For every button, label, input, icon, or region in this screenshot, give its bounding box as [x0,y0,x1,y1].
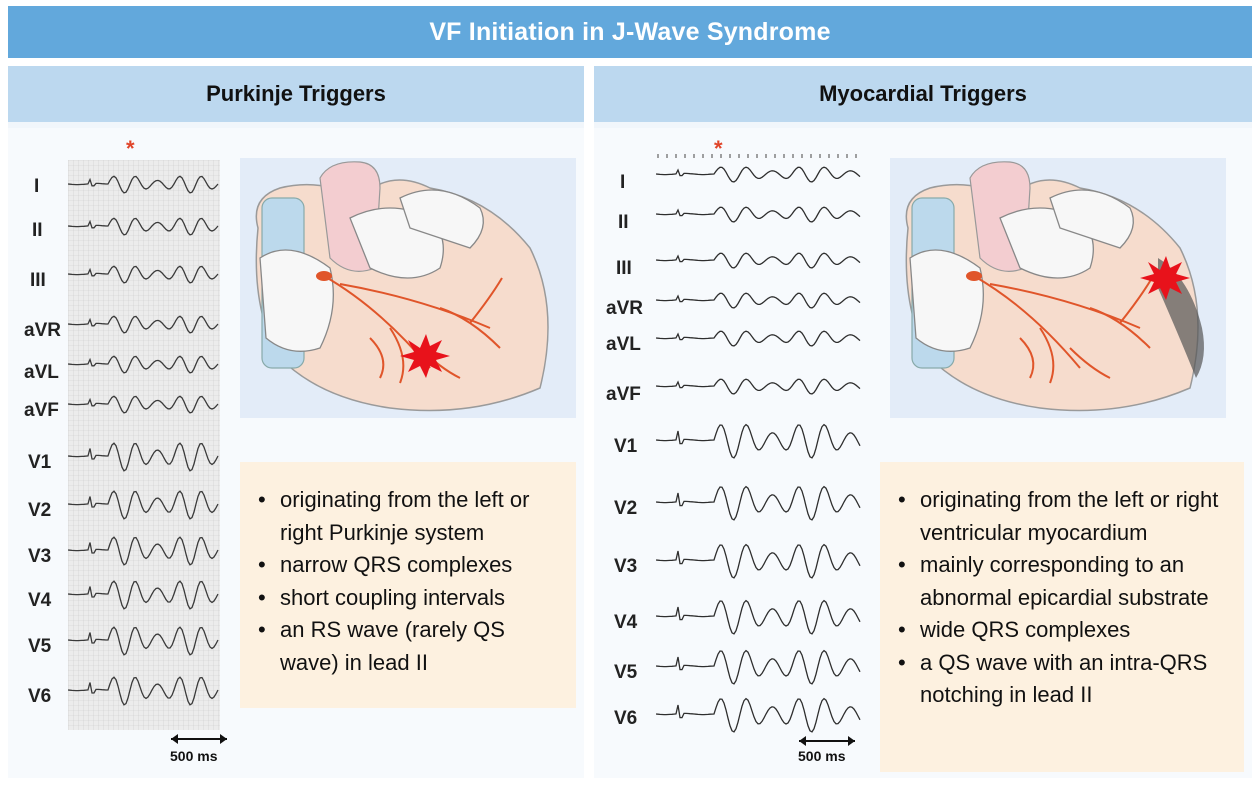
bullet-item: wide QRS complexes [894,614,1230,647]
ecg-trace [68,395,219,414]
lead-label: aVF [606,384,641,405]
lead-label: V2 [614,498,638,519]
purkinje-panel-body: I II III aVR aVL aVF V1 V2 V3 V4 V5 V6 * [8,128,584,778]
ecg-trace [656,599,861,635]
ecg-trace [656,292,861,309]
lead-label: V3 [614,556,638,577]
ecg-trace [68,217,219,236]
ecg-trace [68,175,219,194]
trigger-star-icon [400,334,450,378]
trigger-asterisk: * [126,136,135,161]
lead-label: V6 [614,708,638,729]
scale-bar [171,734,227,744]
lead-label: V4 [614,612,638,633]
scale-bar [799,736,855,746]
scale-bar-label: 500 ms [798,748,846,764]
ecg-trace [656,543,861,579]
lead-label: I [620,172,626,193]
ecg-trace [656,206,861,223]
lead-label: V5 [614,662,638,683]
myocardial-triggers-panel: Myocardial Triggers I II III aVR aVL aVF… [594,66,1252,778]
myocardial-panel-heading: Myocardial Triggers [594,66,1252,122]
ecg-trace [656,697,861,733]
lead-label: V3 [28,546,52,567]
ecg-trace [656,330,861,347]
lead-label: III [30,270,46,291]
lead-label: aVF [24,400,59,421]
ecg-trace [68,442,219,472]
trigger-star-icon [1140,256,1190,300]
bullet-item: short coupling intervals [254,582,562,615]
heart-drawing [905,161,1204,412]
figure-title: VF Initiation in J-Wave Syndrome [8,6,1252,58]
bullet-item: originating from the left or right ventr… [894,484,1230,549]
lead-label: V1 [28,452,52,473]
lead-label: aVR [606,298,643,319]
ecg-trace [68,676,219,706]
ecg-trace [656,423,861,459]
bullet-item: a QS wave with an intra-QRS notching in … [894,647,1230,712]
lead-label: I [34,176,40,197]
bullet-item: originating from the left or right Purki… [254,484,562,549]
myocardial-characteristics-box: originating from the left or right ventr… [880,462,1244,772]
lead-label: II [618,212,629,233]
lead-label: aVL [24,362,59,383]
ecg-trace [68,536,219,566]
lead-label: V4 [28,590,52,611]
lead-label: III [616,258,632,279]
ecg-trace [656,485,861,521]
ecg-trace [68,626,219,656]
lead-label: V1 [614,436,638,457]
ecg-trace [656,166,861,183]
lead-label: V6 [28,686,52,707]
heart-illustration-purkinje [240,158,576,418]
lead-label: V5 [28,636,52,657]
lead-label: aVR [24,320,61,341]
ecg-trace [68,580,219,610]
lead-label: aVL [606,334,641,355]
bullet-item: narrow QRS complexes [254,549,562,582]
heart-drawing [255,161,549,412]
bullet-item: mainly corresponding to an abnormal epic… [894,549,1230,614]
scale-bar-label: 500 ms [170,748,218,764]
trigger-asterisk: * [714,136,723,161]
ecg-trace [656,649,861,685]
ecg-trace [656,252,861,269]
lead-label: V2 [28,500,52,521]
purkinje-panel-heading: Purkinje Triggers [8,66,584,122]
heart-illustration-myocardial [890,158,1226,418]
ecg-trace [68,265,219,284]
lead-label: II [32,220,43,241]
purkinje-triggers-panel: Purkinje Triggers I II III aVR aVL aVF V… [8,66,584,778]
purkinje-ecg-strip [68,160,220,730]
ecg-trace [68,355,219,374]
ecg-trace [68,490,219,520]
ecg-trace [656,378,861,395]
purkinje-characteristics-box: originating from the left or right Purki… [240,462,576,708]
ecg-trace [68,315,219,334]
myocardial-ecg-strip [656,154,861,733]
bullet-item: an RS wave (rarely QS wave) in lead II [254,614,562,679]
myocardial-panel-body: I II III aVR aVL aVF V1 V2 V3 V4 V5 V6 *… [594,128,1252,778]
